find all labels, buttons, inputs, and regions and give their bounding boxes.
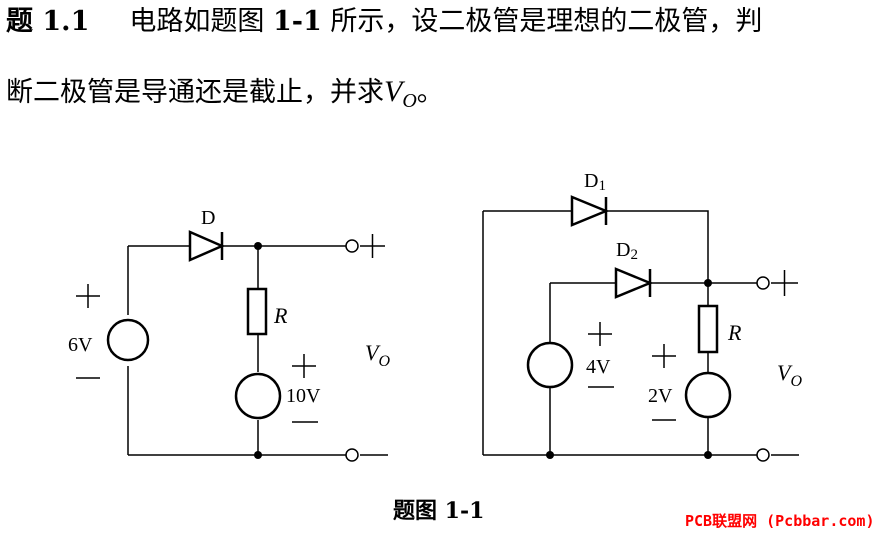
right-diode1-letter: D bbox=[584, 170, 598, 192]
watermark: PCB联盟网 (Pcbbar.com) bbox=[685, 512, 875, 530]
right-terminal-bottom bbox=[756, 448, 770, 462]
right-junction-bottom-left bbox=[546, 451, 554, 459]
right-source1-value: 4V bbox=[586, 356, 611, 378]
output-variable: VO bbox=[384, 75, 417, 112]
right-circuit bbox=[482, 195, 799, 462]
problem-text-1: 电路如题图 bbox=[129, 6, 265, 37]
right-terminal-top bbox=[756, 276, 770, 290]
left-terminal-top-plus bbox=[360, 234, 385, 258]
problem-text-2: 断二极管是导通还是截止，并求 bbox=[6, 77, 384, 108]
left-source2-value: 10V bbox=[286, 385, 321, 407]
figure-ref: 1-1 bbox=[272, 6, 322, 37]
right-source1-plus bbox=[588, 322, 612, 346]
right-diode2-symbol bbox=[614, 267, 654, 299]
left-diode-label: D bbox=[201, 207, 215, 229]
left-terminal-top bbox=[345, 239, 359, 253]
problem-line-2: 断二极管是导通还是截止，并求VO。 bbox=[6, 72, 444, 121]
right-resistor-symbol bbox=[697, 304, 719, 354]
right-junction-top bbox=[704, 279, 712, 287]
left-terminal-bottom bbox=[345, 448, 359, 462]
left-source-6v bbox=[106, 318, 150, 362]
right-source2-value: 2V bbox=[648, 385, 673, 407]
left-source1-plus bbox=[76, 284, 100, 308]
right-terminal-top-plus bbox=[771, 270, 798, 296]
left-junction-top bbox=[254, 242, 262, 250]
right-source-2v bbox=[684, 371, 732, 419]
problem-text-1-tail: 所示，设二极管是理想的二极管，判 bbox=[330, 6, 763, 37]
right-diode2-letter: D bbox=[616, 239, 630, 261]
left-source1-value: 6V bbox=[68, 334, 93, 356]
right-diode1-sub: 1 bbox=[598, 178, 606, 194]
left-output-sub: O bbox=[378, 353, 390, 370]
left-junction-bottom bbox=[254, 451, 262, 459]
output-variable-letter: V bbox=[384, 75, 403, 108]
left-source-10v bbox=[234, 372, 282, 420]
problem-line-1: 题 1.1 电路如题图 1-1 所示，设二极管是理想的二极管，判 bbox=[6, 2, 762, 42]
left-output-label: VO bbox=[365, 340, 390, 370]
right-junction-bottom-right bbox=[704, 451, 712, 459]
right-wire-top bbox=[483, 210, 709, 283]
right-resistor-label: R bbox=[727, 320, 742, 345]
right-diode1-label: D1 bbox=[584, 170, 606, 194]
output-variable-sub: O bbox=[402, 90, 417, 112]
left-source2-plus bbox=[292, 354, 316, 378]
right-source2-plus bbox=[652, 344, 676, 368]
left-resistor-label: R bbox=[273, 303, 288, 328]
figure-caption: 题图 1-1 bbox=[393, 498, 485, 524]
right-output-var: V bbox=[777, 360, 793, 385]
right-diode1-symbol bbox=[570, 195, 610, 227]
end-punct: 。 bbox=[416, 77, 444, 108]
left-output-var: V bbox=[365, 340, 381, 365]
left-circuit bbox=[76, 230, 388, 462]
right-diode2-label: D2 bbox=[616, 239, 638, 263]
right-output-sub: O bbox=[790, 373, 802, 390]
right-output-label: VO bbox=[777, 360, 802, 390]
left-diode-symbol bbox=[188, 230, 226, 262]
right-source-4v bbox=[526, 341, 574, 389]
right-diode2-sub: 2 bbox=[630, 247, 638, 263]
left-resistor-symbol bbox=[246, 287, 268, 336]
problem-label: 题 1.1 bbox=[6, 6, 90, 37]
